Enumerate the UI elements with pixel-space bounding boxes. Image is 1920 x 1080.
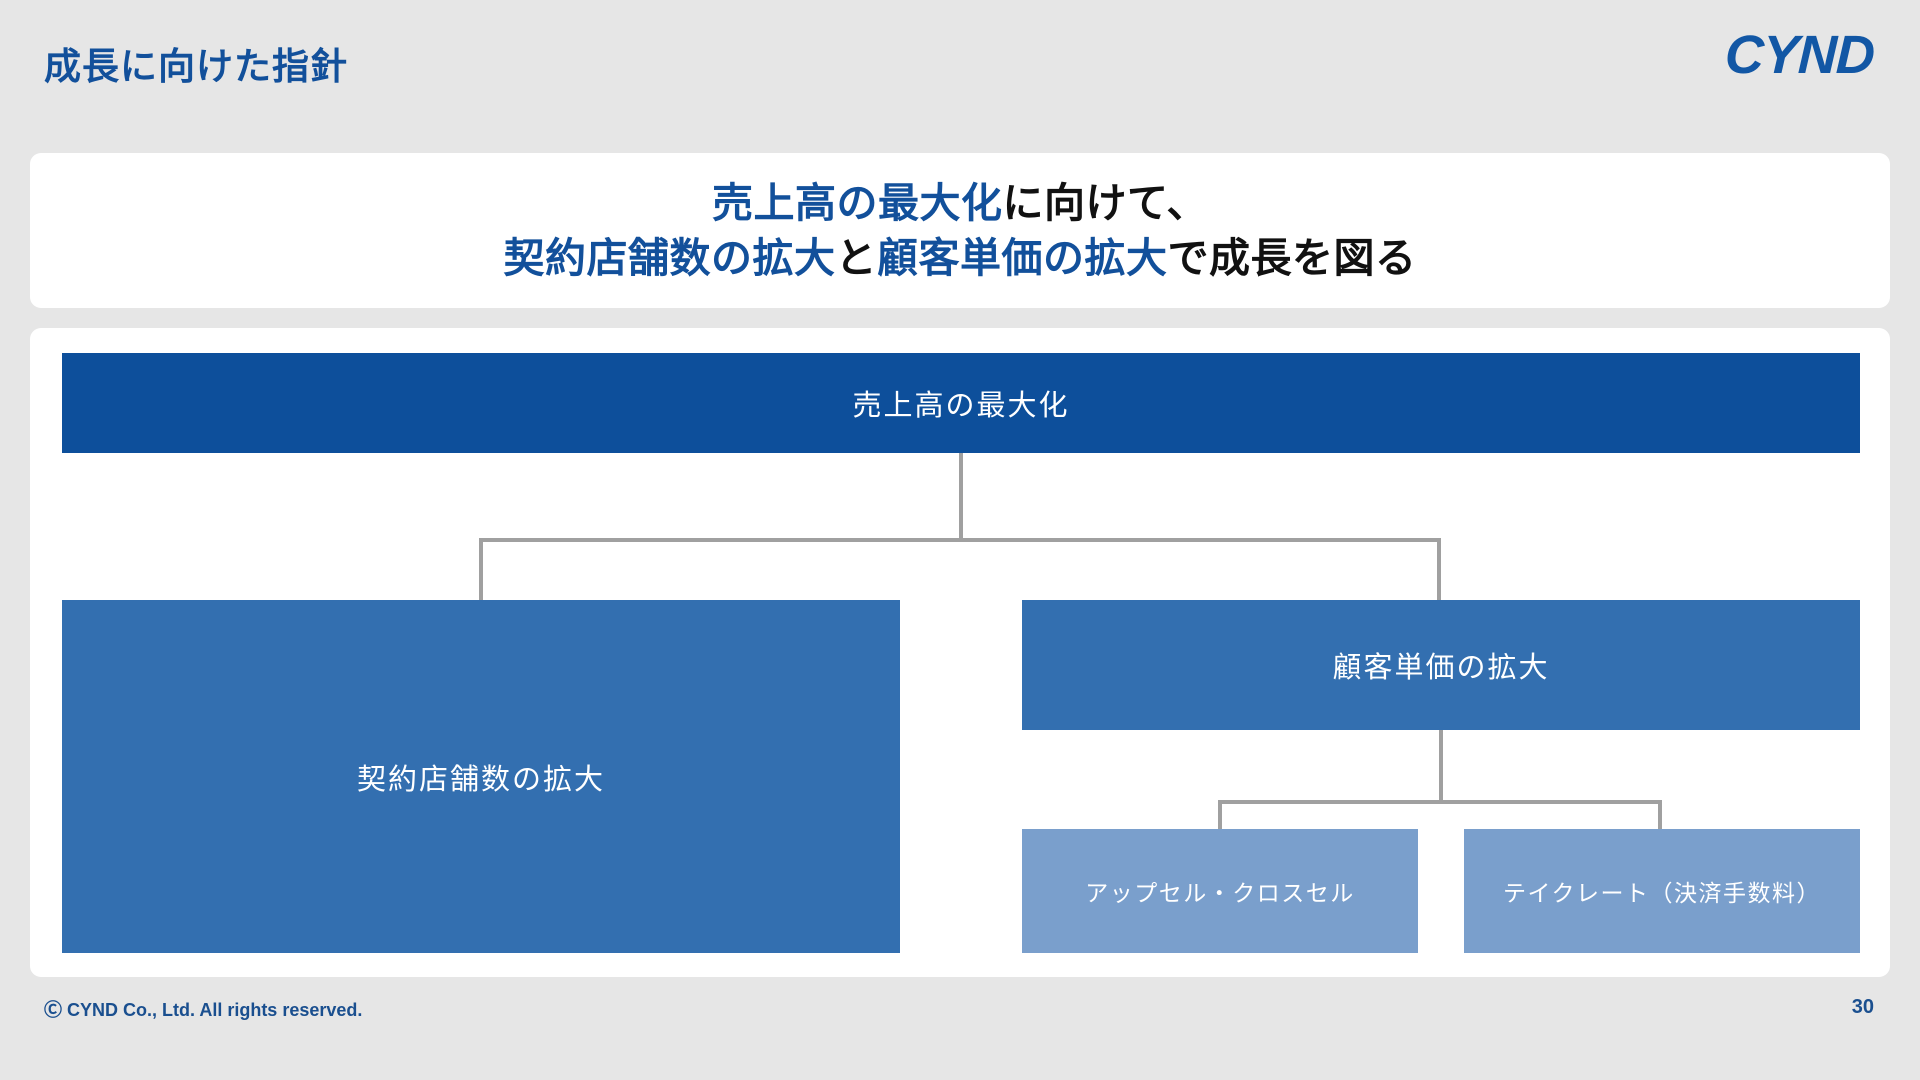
tree-diagram: 売上高の最大化 契約店舗数の拡大 顧客単価の拡大 アップセル・クロスセル テイク…	[30, 328, 1890, 977]
headline-line-1-rest: に向けて、	[1002, 179, 1208, 226]
connector-root-stem	[959, 453, 963, 540]
headline-accent-arpu-expansion: 顧客単価の拡大	[877, 234, 1168, 281]
headline-accent-store-expansion: 契約店舗数の拡大	[503, 234, 836, 281]
connector-to-store-expansion	[479, 538, 483, 602]
tree-node-upsell-crosssell[interactable]: アップセル・クロスセル	[1022, 829, 1418, 953]
slide-footer: Ⓒ CYND Co., Ltd. All rights reserved. 30	[0, 980, 1920, 1080]
tree-node-arpu-expansion[interactable]: 顧客単価の拡大	[1022, 600, 1860, 730]
headline-accent-sales-max: 売上高の最大化	[712, 179, 1003, 226]
cynd-logo: CYND	[1723, 25, 1876, 85]
copyright-notice: Ⓒ CYND Co., Ltd. All rights reserved.	[44, 1000, 363, 1020]
page-number: 30	[1851, 996, 1874, 1018]
tree-node-store-expansion[interactable]: 契約店舗数の拡大	[62, 600, 900, 953]
connector-to-arpu-expansion	[1437, 538, 1441, 602]
headline-line-2: 契約店舗数の拡大と顧客単価の拡大で成長を図る	[504, 231, 1417, 286]
headline-card: 売上高の最大化に向けて、 契約店舗数の拡大と顧客単価の拡大で成長を図る	[30, 153, 1890, 308]
page-title: 成長に向けた指針	[44, 46, 348, 87]
slide-header: 成長に向けた指針 CYND	[0, 0, 1920, 150]
connector-arpu-bus	[1218, 800, 1662, 804]
connector-to-take-rate	[1658, 800, 1662, 831]
connector-arpu-stem	[1439, 730, 1443, 802]
headline-line-1: 売上高の最大化に向けて、	[712, 176, 1208, 231]
headline-line-2-rest: で成長を図る	[1167, 234, 1417, 281]
tree-node-root[interactable]: 売上高の最大化	[62, 353, 1860, 453]
diagram-card: 売上高の最大化 契約店舗数の拡大 顧客単価の拡大 アップセル・クロスセル テイク…	[30, 328, 1890, 977]
tree-node-take-rate[interactable]: テイクレート（決済手数料）	[1464, 829, 1860, 953]
connector-root-bus	[479, 538, 1441, 542]
connector-to-upsell	[1218, 800, 1222, 831]
headline-line-2-conjunction: と	[835, 234, 877, 281]
